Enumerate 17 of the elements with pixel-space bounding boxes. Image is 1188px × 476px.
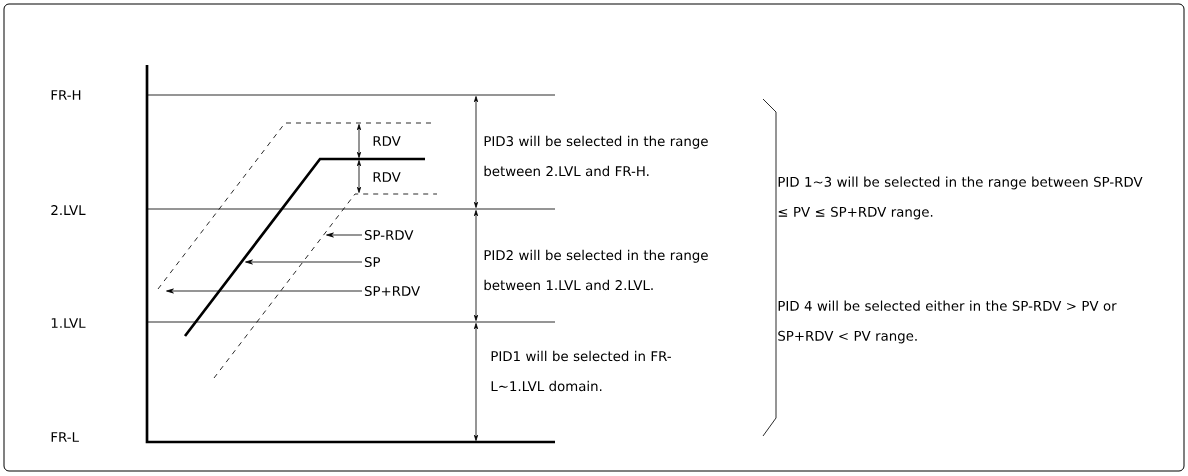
- axis-label: FR-L: [51, 432, 79, 442]
- note-text: PID 4 will be selected either in the SP-RDV > PV or SP+RDV < PV range.: [778, 300, 1117, 344]
- note-text: PID1 will be selected in FR-L∼1.LVL domain.: [491, 350, 671, 392]
- note-text: PID3 will be selected in the range between 2.LVL and FR-H.: [484, 135, 708, 177]
- dimension-label: RDV: [373, 172, 401, 182]
- axis-label: 1.LVL: [51, 318, 86, 328]
- axis-label: FR-H: [51, 90, 81, 100]
- axis-label: 2.LVL: [51, 205, 86, 215]
- leader-line: [245, 259, 363, 265]
- leader-text: SP-RDV: [364, 229, 414, 241]
- leader-line: [166, 288, 363, 294]
- leader-text: SP+RDV: [364, 285, 420, 297]
- leader-line: [326, 232, 363, 238]
- dimension-label: RDV: [373, 136, 401, 146]
- leader-text: SP: [364, 256, 381, 268]
- note-text: PID 1∼3 will be selected in the range between SP-RDV ≤ PV ≤ SP+RDV range.: [778, 176, 1143, 220]
- note-text: PID2 will be selected in the range between 1.LVL and 2.LVL.: [484, 249, 708, 291]
